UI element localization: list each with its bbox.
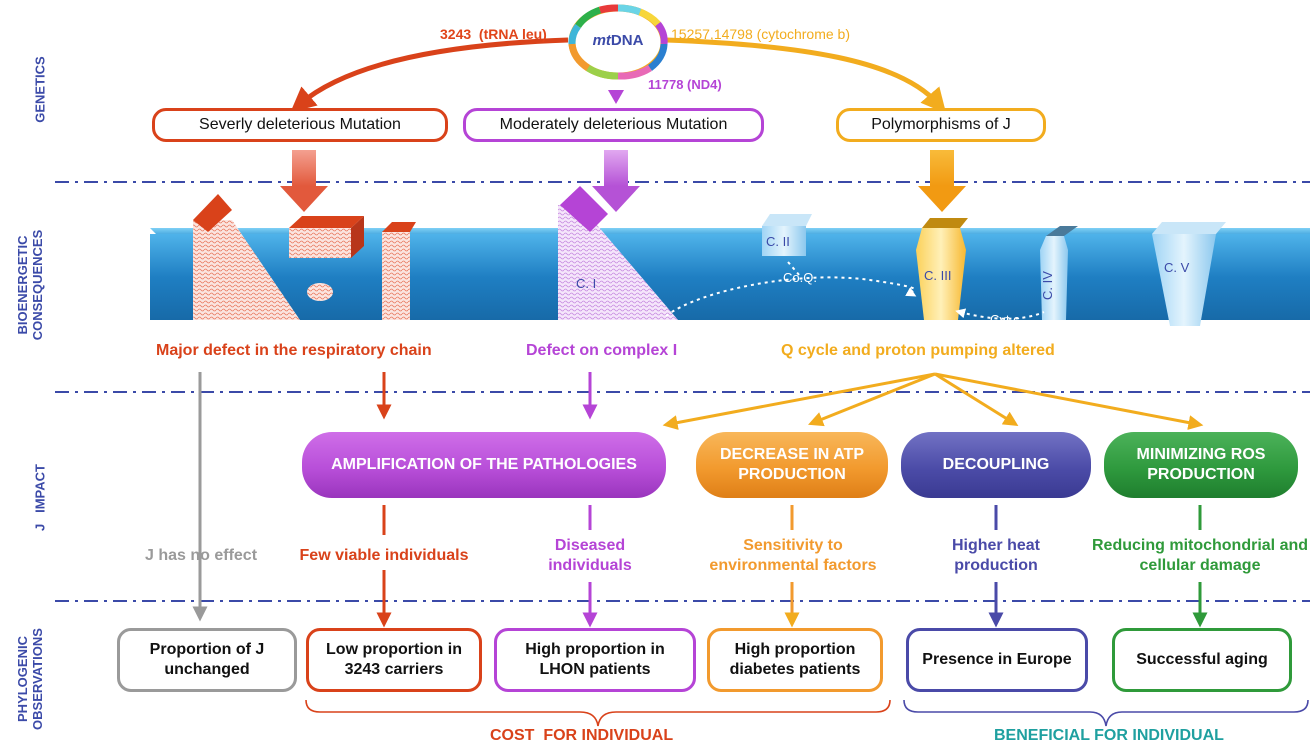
mutation-3243-label: 3243 (tRNA leu) <box>440 26 547 42</box>
mutation-cytb-label: 15257,14798 (cytochrome b) <box>671 26 850 42</box>
major-defect-text: Major defect in the respiratory chain <box>156 342 432 359</box>
arrows-qcycle-fanout <box>662 372 1204 430</box>
damaged-complexes <box>193 194 416 320</box>
section-label-phylogenic-line2: OBSERVATIONS <box>30 628 45 730</box>
obs-unchanged-box: Proportion of J unchanged <box>117 628 297 692</box>
block-arrow-severe <box>280 150 328 212</box>
mtdna-plasmid <box>568 4 668 80</box>
complex-ii <box>762 214 812 256</box>
complex-iii <box>916 218 968 320</box>
brace-beneficial <box>903 699 1309 727</box>
obs-3243-box: Low proportion in 3243 carriers <box>306 628 482 692</box>
block-arrow-moderate <box>592 150 640 212</box>
qcycle-text: Q cycle and proton pumping altered <box>781 342 1055 359</box>
moderate-mutation-box: Moderately deleterious Mutation <box>463 108 764 142</box>
mtdna-label: mtDNA <box>588 32 648 49</box>
complex1-defect-text: Defect on complex I <box>526 342 678 359</box>
brace-cost <box>305 699 891 727</box>
complex-iv-label: C. IV <box>1040 271 1055 300</box>
electron-path-coq <box>665 276 917 317</box>
arrow-plasmid-to-polymorph <box>665 37 947 114</box>
section-label-bioenergetic-line1: BIOENERGETIC <box>15 235 30 335</box>
sensitivity-text: Sensitivity to environmental factors <box>709 537 877 574</box>
polymorphisms-box: Polymorphisms of J <box>836 108 1046 142</box>
obs-diabetes-box: High proportion diabetes patients <box>707 628 883 692</box>
section-separators <box>55 181 1310 602</box>
severe-mutation-box: Severly deleterious Mutation <box>152 108 448 142</box>
decoupling-pill: DECOUPLING <box>901 432 1091 498</box>
electron-path-cii <box>787 261 801 277</box>
amplification-pill: AMPLIFICATION OF THE PATHOLOGIES <box>302 432 666 498</box>
diseased-text: Diseased individuals <box>548 537 632 574</box>
section-label-bioenergetic-line2: CONSEQUENCES <box>30 229 45 341</box>
cost-label: COST FOR INDIVIDUAL <box>490 727 674 744</box>
reducing-text: Reducing mitochondrial and cellular dama… <box>1092 537 1309 574</box>
mtdna-label-prefix: mt <box>592 32 611 49</box>
complex-v-label: C. V <box>1164 260 1190 275</box>
section-label-j-impact: J IMPACT <box>32 464 48 531</box>
few-viable-text: Few viable individuals <box>299 547 469 564</box>
coq-label: Co.Q. <box>783 270 817 285</box>
heat-text: Higher heat production <box>951 537 1040 574</box>
obs-europe-box: Presence in Europe <box>906 628 1088 692</box>
obs-aging-box: Successful aging <box>1112 628 1292 692</box>
mutation-11778-label: 11778 (ND4) <box>648 77 722 92</box>
electron-path-cytc <box>955 308 1045 320</box>
complex-v <box>1152 222 1226 326</box>
complex-i-label: C. I <box>576 276 597 291</box>
ros-pill: MINIMIZING ROS PRODUCTION <box>1104 432 1298 498</box>
beneficial-label: BENEFICIAL FOR INDIVIDUAL <box>994 727 1224 744</box>
section-label-genetics: GENETICS <box>32 56 48 123</box>
complex-iii-label: C. III <box>924 268 952 283</box>
section-label-phylogenic-line1: PHYLOGENIC <box>15 636 30 722</box>
arrow-plasmid-to-severe <box>290 37 569 113</box>
obs-lhon-box: High proportion in LHON patients <box>494 628 696 692</box>
block-arrow-polymorph <box>918 150 966 212</box>
complex-i <box>558 186 678 320</box>
mtdna-label-suffix: DNA <box>610 32 644 49</box>
atp-decrease-pill: DECREASE IN ATP PRODUCTION <box>696 432 888 498</box>
complex-ii-label: C. II <box>766 234 790 249</box>
arrow-plasmid-to-moderate <box>608 90 624 104</box>
no-effect-text: J has no effect <box>144 547 258 564</box>
complex-iv <box>1040 226 1078 320</box>
cytc-label: Cyt.c <box>990 312 1020 327</box>
